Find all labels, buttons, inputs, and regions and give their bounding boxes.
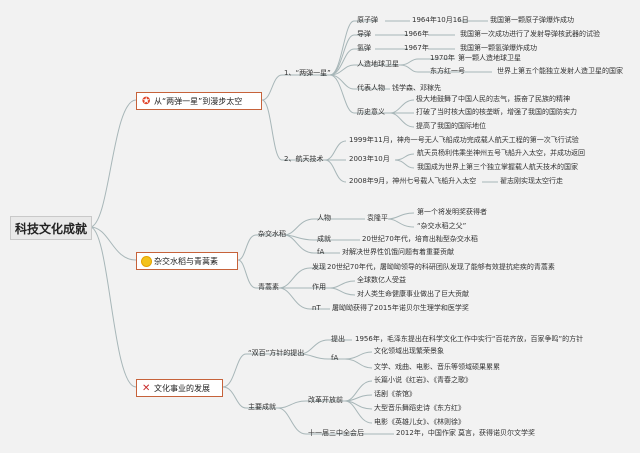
node-effect-text[interactable]: 对解决世界性饥饿问题有着重要贡献 <box>342 248 454 256</box>
node-missile-date[interactable]: 1966年 <box>404 30 429 38</box>
node-person-1[interactable]: 第一个将发明奖获得者 <box>417 208 487 216</box>
node-meaning-2[interactable]: 打破了当时核大国的核垄断，增强了我国的国防实力 <box>416 108 577 116</box>
node-person-2[interactable]: “杂交水稻之父” <box>417 222 467 230</box>
node-result[interactable]: 成就 <box>317 235 331 243</box>
branch-culture-label: 文化事业的发展 <box>154 383 210 393</box>
node-policy-effect[interactable]: fA <box>331 354 339 362</box>
node-missile-desc[interactable]: 我国第一次成功进行了发射导弹核武器的试验 <box>460 30 600 38</box>
node-2003-2[interactable]: 我国成为世界上第三个独立掌握载人航天技术的国家 <box>417 163 578 171</box>
star-icon: ✪ <box>142 95 151 107</box>
sun-icon <box>142 256 151 266</box>
node-reform[interactable]: 改革开放前 <box>308 396 343 404</box>
topic-hybrid-rice[interactable]: 杂交水稻 <box>258 230 286 238</box>
topic-policy[interactable]: “双百”方针的提出 <box>248 349 305 357</box>
node-satellite-year-desc[interactable]: 第一颗人造地球卫星 <box>458 54 521 62</box>
node-atomic-desc[interactable]: 我国第一颗原子弹爆炸成功 <box>490 16 574 24</box>
branch-space-label: 从“两弹一星”到漫步太空 <box>154 96 243 106</box>
node-satellite-name[interactable]: 东方红一号 <box>430 67 465 75</box>
node-reform-item[interactable]: 话剧《茶馆》 <box>374 390 416 398</box>
node-people[interactable]: 代表人物 <box>357 84 385 92</box>
root-topic[interactable]: 科技文化成就 <box>10 216 92 240</box>
node-person-name[interactable]: 袁隆平 <box>367 214 388 222</box>
node-role-2[interactable]: 对人类生命健康事业做出了巨大贡献 <box>357 290 469 298</box>
node-discover[interactable]: 发现 <box>312 263 326 271</box>
node-role[interactable]: 作用 <box>312 283 326 291</box>
node-person[interactable]: 人物 <box>317 214 331 222</box>
node-proposal[interactable]: 提出 <box>331 335 345 343</box>
cross-icon: ✕ <box>142 382 151 394</box>
topic-two-bombs[interactable]: 1、“两弹一星” <box>284 69 331 77</box>
node-policy-effect-1[interactable]: 文化领域出现繁荣景象 <box>374 347 444 355</box>
branch-culture[interactable]: ✕ 文化事业的发展 <box>136 379 223 397</box>
node-people-names[interactable]: 钱学森、邓稼先 <box>392 84 441 92</box>
topic-achievements[interactable]: 主要成就 <box>248 403 276 411</box>
branch-rice[interactable]: 杂交水稻与青蒿素 <box>136 252 238 270</box>
node-policy-effect-2[interactable]: 文学、戏曲、电影、音乐等领域硕果累累 <box>374 363 500 371</box>
node-2003[interactable]: 2003年10月 <box>349 155 390 163</box>
node-2008-desc[interactable]: 翟志刚实现太空行走 <box>500 177 563 185</box>
node-1999[interactable]: 1999年11月，神舟一号无人飞船成功完成载人航天工程的第一次飞行试验 <box>349 136 579 144</box>
node-reform-item[interactable]: 长篇小说《红岩》、《青春之歌》 <box>374 376 472 384</box>
node-hbomb[interactable]: 氢弹 <box>357 44 371 52</box>
node-honor[interactable]: nT <box>312 304 321 312</box>
node-meaning[interactable]: 历史意义 <box>357 108 385 116</box>
node-atomic[interactable]: 原子弹 <box>357 16 378 24</box>
node-proposal-text[interactable]: 1956年，毛泽东提出在科学文化工作中实行“百花齐放，百家争鸣”的方针 <box>355 335 584 343</box>
node-satellite-name-desc[interactable]: 世界上第五个能独立发射人造卫星的国家 <box>497 67 623 75</box>
node-meaning-1[interactable]: 极大地鼓舞了中国人民的志气，振奋了民族的精神 <box>416 95 570 103</box>
node-role-1[interactable]: 全球数亿人受益 <box>357 276 406 284</box>
node-atomic-date[interactable]: 1964年10月16日 <box>412 16 469 24</box>
topic-aerospace[interactable]: 2、航天技术 <box>284 155 324 163</box>
node-meaning-3[interactable]: 提高了我国的国际地位 <box>416 122 486 130</box>
node-result-text[interactable]: 20世纪70年代，培育出籼型杂交水稻 <box>362 235 478 243</box>
node-hbomb-desc[interactable]: 我国第一颗氢弹爆炸成功 <box>460 44 537 52</box>
node-plenum-text[interactable]: 2012年，中国作家 莫言，获得诺贝尔文学奖 <box>396 429 536 437</box>
topic-artemisinin[interactable]: 青蒿素 <box>258 283 279 291</box>
node-2008[interactable]: 2008年9月，神州七号载人飞船升入太空 <box>349 177 477 185</box>
node-satellite[interactable]: 人造地球卫星 <box>357 60 399 68</box>
branch-space[interactable]: ✪ 从“两弹一星”到漫步太空 <box>136 92 262 110</box>
node-reform-item[interactable]: 电影《英雄儿女》、《林则徐》 <box>374 418 465 426</box>
node-2003-1[interactable]: 航天员杨利伟乘坐神州五号飞船升入太空，并成功返回 <box>417 149 585 157</box>
node-reform-item[interactable]: 大型音乐舞蹈史诗《东方红》 <box>374 404 465 412</box>
node-honor-text[interactable]: 屠呦呦获得了2015年诺贝尔生理学和医学奖 <box>332 304 469 312</box>
node-discover-text[interactable]: 20世纪70年代，屠呦呦领导的科研团队发现了能够有效提抗疟疾的青蒿素 <box>327 263 555 271</box>
node-plenum[interactable]: 十一届三中全会后 <box>308 429 364 437</box>
node-effect[interactable]: fA <box>317 248 325 256</box>
node-missile[interactable]: 导弹 <box>357 30 371 38</box>
node-hbomb-date[interactable]: 1967年 <box>404 44 429 52</box>
node-satellite-year[interactable]: 1970年 <box>430 54 455 62</box>
branch-rice-label: 杂交水稻与青蒿素 <box>154 256 218 266</box>
